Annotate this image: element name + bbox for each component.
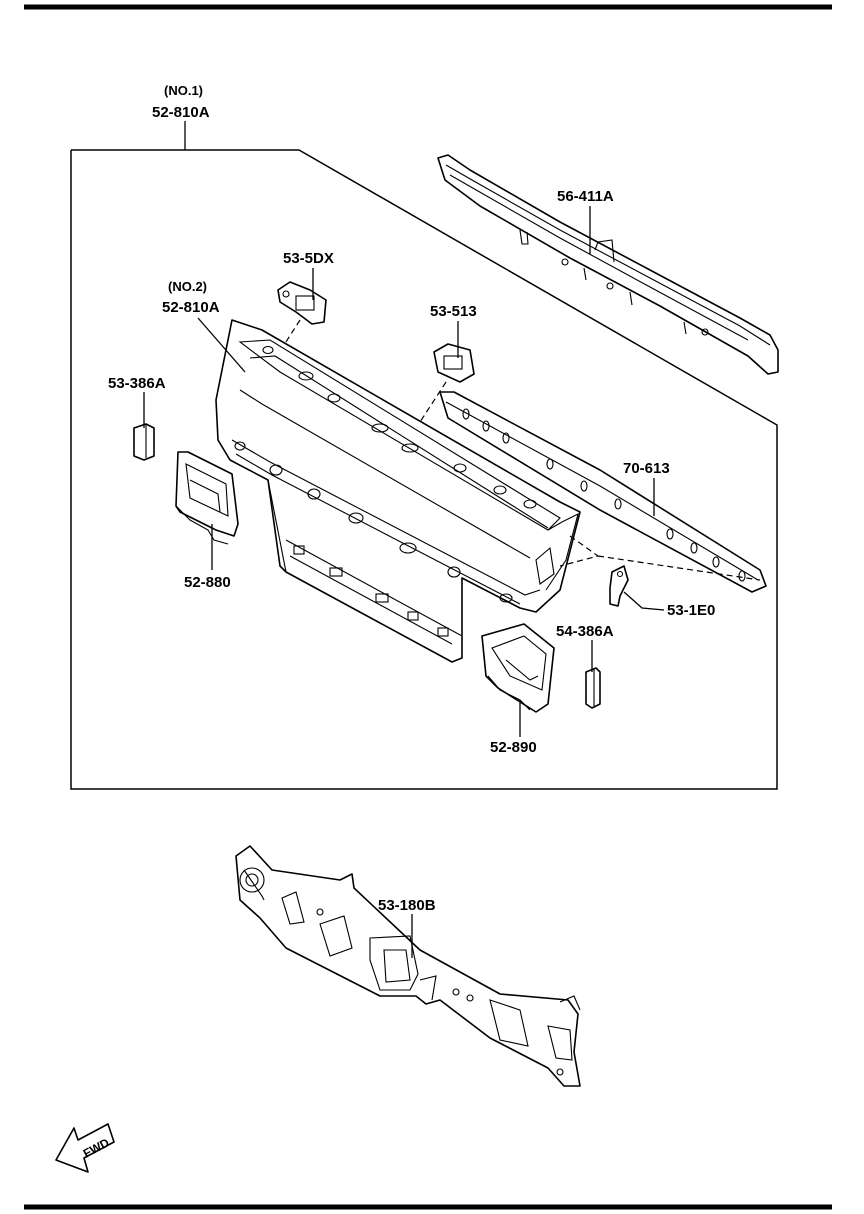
label-no1: (NO.1) xyxy=(164,83,203,98)
fwd-arrow-icon: FWD xyxy=(55,1123,115,1173)
dash-53-5dx xyxy=(283,319,301,346)
part-53-513-bracket xyxy=(433,343,475,383)
part-70-613-strip xyxy=(439,391,767,593)
label-56-411a: 56-411A xyxy=(557,188,614,205)
part-53-1e0-clip xyxy=(609,565,629,607)
label-52-810a-no1: 52-810A xyxy=(152,104,210,121)
leader-52-810a-no2 xyxy=(197,317,246,373)
part-53-180b-crossmember xyxy=(235,845,581,1087)
label-52-880: 52-880 xyxy=(184,574,231,591)
label-53-386a: 53-386A xyxy=(108,375,166,392)
label-70-613: 70-613 xyxy=(623,460,670,477)
leader-53-1e0 xyxy=(623,591,665,611)
part-52-890-housing xyxy=(481,623,555,713)
dash-70-613-b xyxy=(597,555,761,581)
label-52-890: 52-890 xyxy=(490,739,537,756)
label-53-513: 53-513 xyxy=(430,303,477,320)
dash-53-513 xyxy=(419,381,447,423)
part-56-411a-rail xyxy=(437,154,779,375)
part-54-386a-bracket xyxy=(585,667,601,709)
part-52-880-housing xyxy=(175,451,239,545)
label-53-180b: 53-180B xyxy=(378,897,436,914)
label-53-5dx: 53-5DX xyxy=(283,250,334,267)
part-53-386a-bracket xyxy=(133,423,155,461)
part-52-810a-rear-panel xyxy=(215,319,581,663)
part-53-5dx-bracket xyxy=(277,281,327,325)
label-no2: (NO.2) xyxy=(168,279,207,294)
label-54-386a: 54-386A xyxy=(556,623,614,640)
assembly-frame xyxy=(70,149,778,790)
label-53-1e0: 53-1E0 xyxy=(667,602,715,619)
label-52-810a-no2: 52-810A xyxy=(162,299,220,316)
